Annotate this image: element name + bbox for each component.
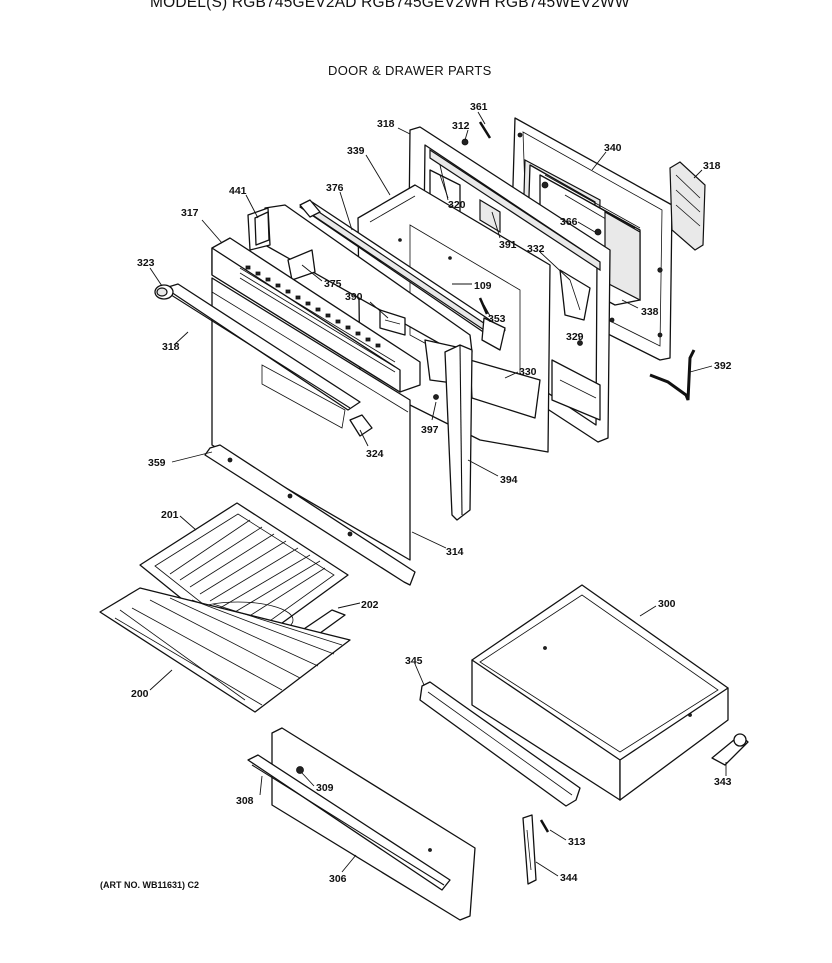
part-306-drawer-front — [271, 727, 476, 921]
part-318-side-strip — [669, 161, 706, 251]
callout-332: 332 — [527, 243, 545, 255]
part-343-drawer-roller — [711, 733, 749, 766]
part-300-drawer-box — [471, 584, 729, 801]
part-344-drawer-bracket — [522, 814, 537, 885]
callout-340: 340 — [604, 142, 622, 154]
callout-309: 309 — [316, 782, 334, 794]
callout-320: 320 — [448, 199, 466, 211]
callout-344: 344 — [560, 872, 578, 884]
callout-330: 330 — [519, 366, 537, 378]
callout-109: 109 — [474, 280, 492, 292]
callout-308: 308 — [236, 795, 254, 807]
part-screws — [433, 121, 583, 833]
callout-200: 200 — [131, 688, 149, 700]
callout-306: 306 — [329, 873, 347, 885]
part-376-side-rail — [299, 199, 506, 351]
callout-394: 394 — [500, 474, 518, 486]
callout-300: 300 — [658, 598, 676, 610]
part-317-door-top-panel — [211, 237, 421, 393]
callout-359: 359 — [148, 457, 166, 469]
callout-329: 329 — [566, 331, 584, 343]
part-394-side-channel — [444, 344, 473, 521]
part-345-drawer-slide — [419, 681, 581, 807]
callout-397: 397 — [421, 424, 439, 436]
callout-labels: 361 312 318 340 318 339 320 376 441 317 … — [131, 101, 732, 885]
callout-318-right: 318 — [703, 160, 721, 172]
callout-339: 339 — [347, 145, 365, 157]
leader-lines — [149, 111, 727, 877]
part-314-bottom-trim — [204, 444, 416, 586]
callout-391: 391 — [499, 239, 517, 251]
part-200-oven-rack — [99, 587, 351, 713]
section-title: DOOR & DRAWER PARTS — [328, 63, 492, 78]
model-title: MODEL(S) RGB745GEV2AD RGB745GEV2WH RGB74… — [150, 0, 630, 11]
callout-390: 390 — [345, 291, 363, 303]
art-number: (ART NO. WB11631) C2 — [100, 880, 200, 890]
callout-313: 313 — [568, 836, 586, 848]
part-319-door-handle — [154, 283, 361, 411]
callout-361: 361 — [470, 101, 488, 113]
part-324-handle-cap — [349, 414, 373, 437]
callout-314: 314 — [446, 546, 464, 558]
callout-353: 353 — [488, 313, 506, 325]
callout-375: 375 — [324, 278, 342, 290]
callout-312: 312 — [452, 120, 470, 132]
callout-343: 343 — [714, 776, 732, 788]
callout-392: 392 — [714, 360, 732, 372]
callout-345: 345 — [405, 655, 423, 667]
callout-317: 317 — [181, 207, 199, 219]
part-392-door-gasket — [649, 349, 696, 401]
callout-441: 441 — [229, 185, 247, 197]
callout-318-top: 318 — [377, 118, 395, 130]
callout-323: 323 — [137, 257, 155, 269]
callout-319: 318 — [162, 341, 180, 353]
callout-324: 324 — [366, 448, 384, 460]
callout-376: 376 — [326, 182, 344, 194]
part-308-drawer-handle — [247, 754, 451, 891]
callout-202: 202 — [361, 599, 379, 611]
callout-366: 366 — [560, 216, 578, 228]
callout-338: 338 — [641, 306, 659, 318]
callout-201: 201 — [161, 509, 179, 521]
